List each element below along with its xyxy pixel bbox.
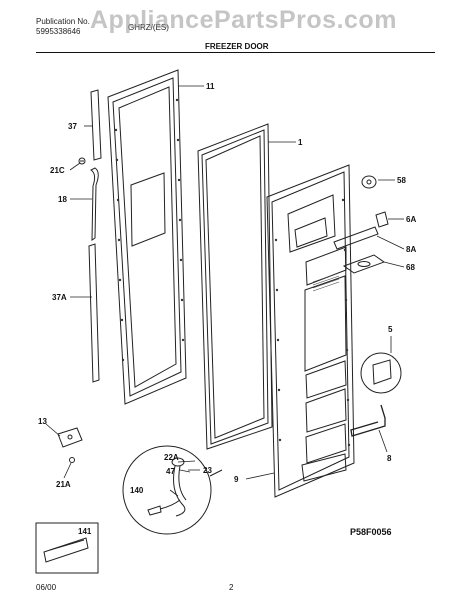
section-title: FREEZER DOOR <box>205 42 269 51</box>
part-5 <box>360 352 402 394</box>
liner-vent-grille <box>312 272 340 292</box>
part-6a <box>375 211 389 228</box>
model-number: GHRZ/(ES) <box>128 23 169 32</box>
callout-37a: 37A <box>52 293 67 302</box>
outer-door-panel <box>107 69 187 405</box>
callout-68: 68 <box>406 263 415 272</box>
callout-8: 8 <box>387 454 392 463</box>
publication-number: 5995338646 <box>36 27 81 36</box>
liner-screw-holes <box>274 198 351 447</box>
callout-37: 37 <box>68 122 77 131</box>
screw-21c <box>78 157 86 165</box>
inner-door-liner <box>266 164 355 498</box>
callout-21a: 21A <box>56 480 71 489</box>
inset-box-141 <box>35 522 99 574</box>
callout-1: 1 <box>298 138 303 147</box>
callout-47: 47 <box>166 467 175 476</box>
trim-strip-37 <box>90 89 102 161</box>
callout-13: 13 <box>38 417 47 426</box>
callout-141: 141 <box>78 527 92 536</box>
callout-8a: 8A <box>406 245 417 254</box>
callout-140: 140 <box>130 486 144 495</box>
trim-strip-37a <box>88 243 100 383</box>
leader-lines <box>45 85 405 497</box>
callout-6a: 6A <box>406 215 417 224</box>
page-number: 2 <box>229 583 234 592</box>
door-gasket <box>197 123 273 450</box>
outer-door-screw-holes <box>114 98 185 362</box>
wire-harness-inset <box>122 445 223 535</box>
callout-23: 23 <box>203 466 212 475</box>
header-rule <box>36 52 435 53</box>
callout-11: 11 <box>206 82 215 91</box>
callout-5: 5 <box>388 325 393 334</box>
part-68 <box>342 254 386 274</box>
diagram-code: P58F0056 <box>350 527 392 537</box>
callout-22a: 22A <box>164 453 179 462</box>
part-13 <box>57 427 83 463</box>
footer-date: 06/00 <box>36 583 57 592</box>
part-58 <box>361 175 377 189</box>
callout-18: 18 <box>58 195 67 204</box>
watermark: AppliancePartsPros.com <box>90 6 397 34</box>
callout-9: 9 <box>234 475 239 484</box>
publication-label: Publication No. <box>36 17 90 26</box>
hinge-rod-18 <box>90 167 99 241</box>
callout-21c: 21C <box>50 166 65 175</box>
part-8a <box>333 226 379 250</box>
callout-58: 58 <box>397 176 406 185</box>
part-8-bracket <box>350 404 386 437</box>
